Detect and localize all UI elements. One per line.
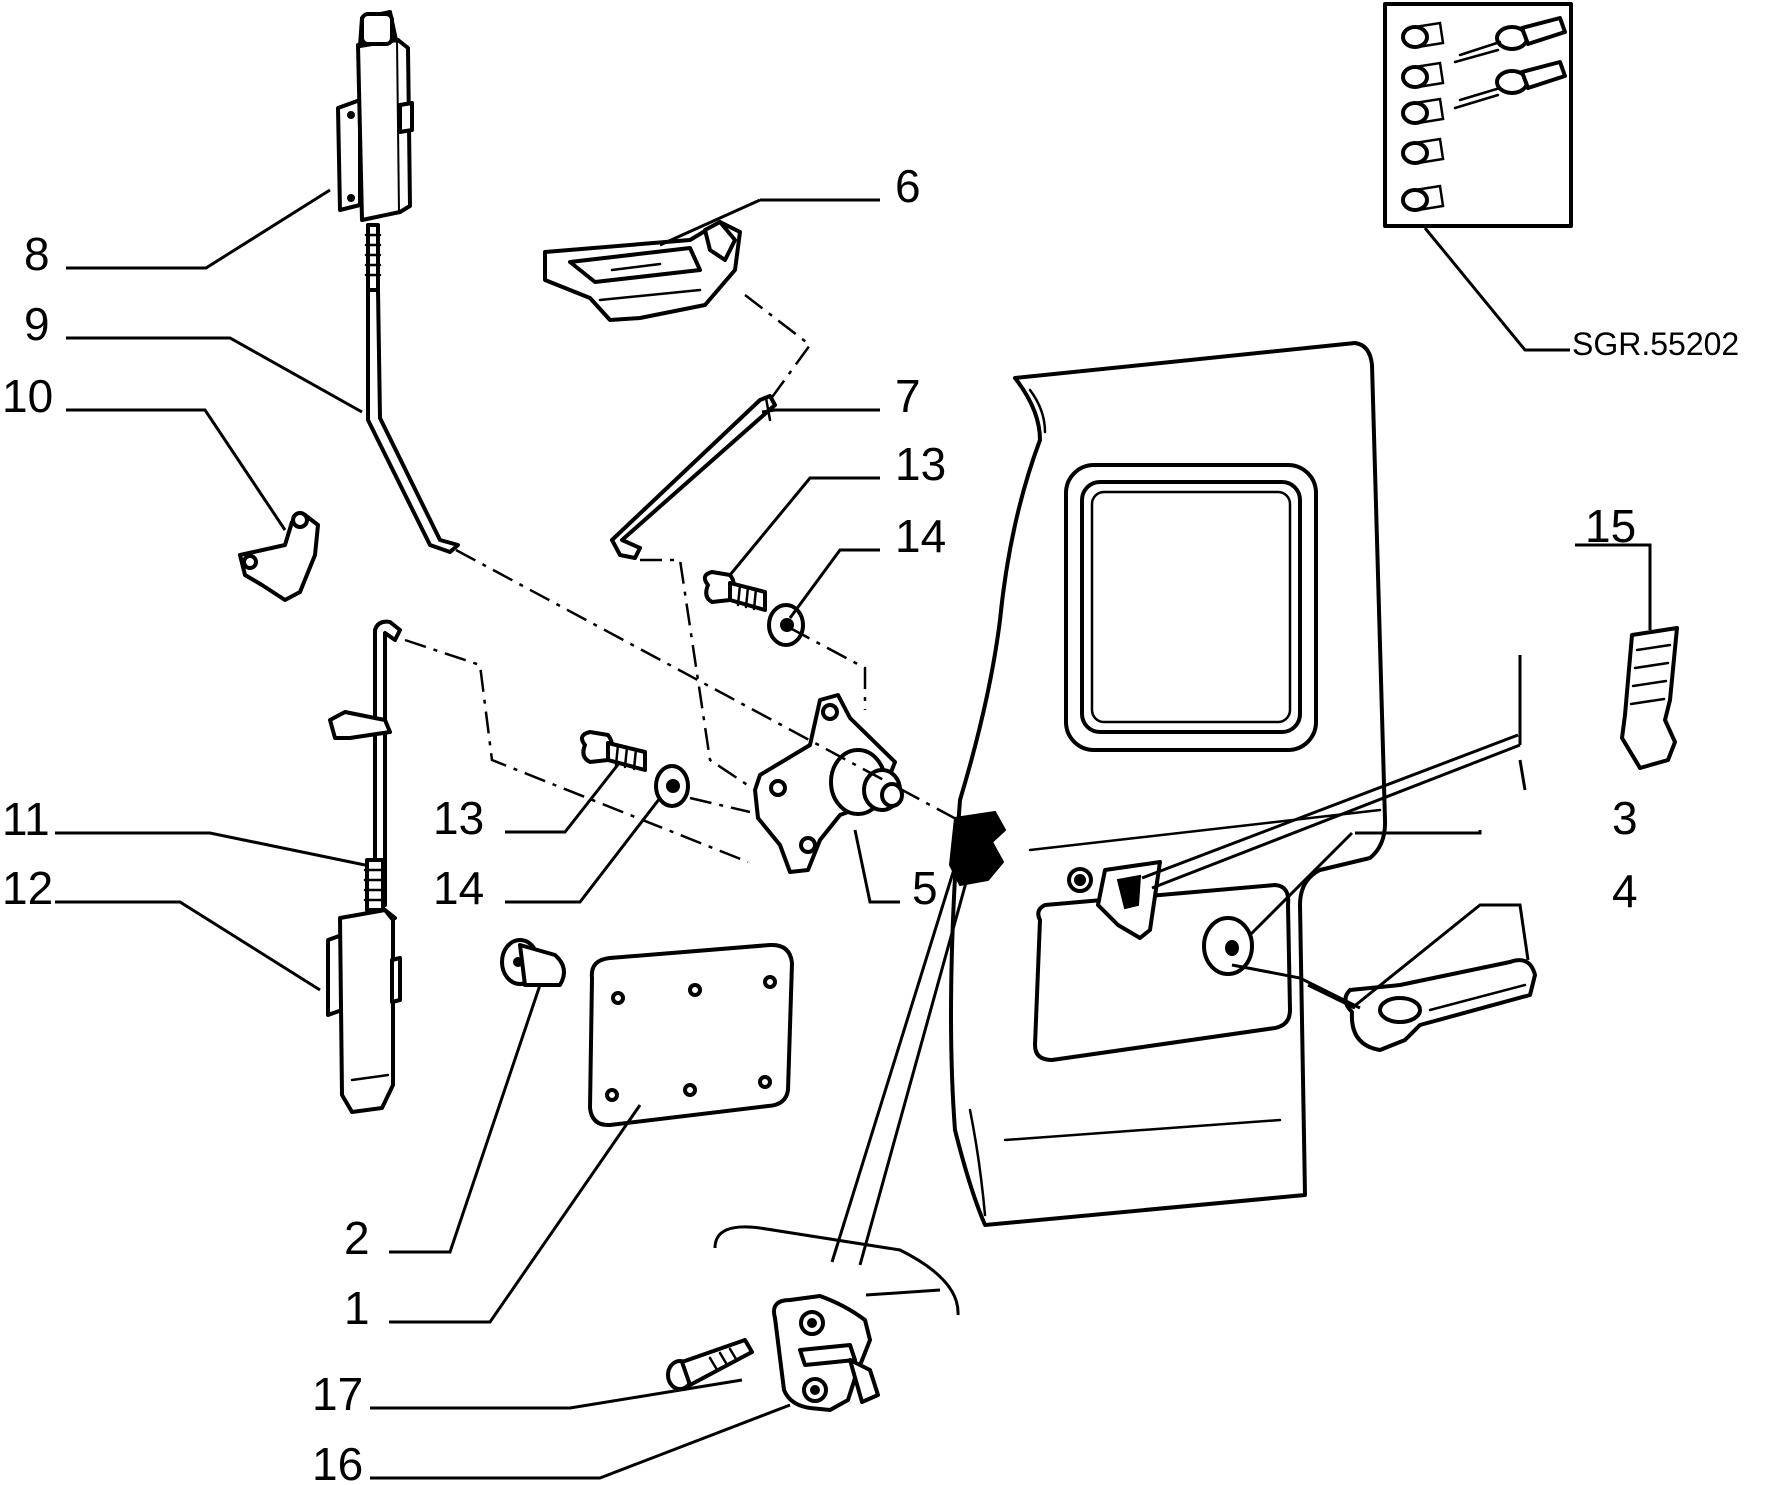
callout-7: 7: [895, 370, 921, 422]
callout-1: 1: [344, 1282, 370, 1334]
part-7-connecting-rod: [610, 394, 777, 560]
part-13-bolt-upper: [702, 570, 767, 612]
callout-5: 5: [912, 862, 938, 914]
callout-13-lower: 13: [433, 792, 484, 844]
part-2-plug: [500, 938, 566, 987]
lock-cylinders: [1401, 21, 1445, 212]
part-14-washer-lower: [654, 764, 690, 808]
callout-labels: 8 9 10 11 12 6 7 13 14 13 14 5 3 4 15 2 …: [2, 160, 1739, 1485]
callout-8: 8: [24, 228, 50, 280]
leader-lines: [55, 188, 1652, 1480]
callout-3: 3: [1612, 792, 1638, 844]
assembly-guide-lines: [404, 294, 959, 864]
callout-12: 12: [2, 862, 53, 914]
part-3-grommet: [1202, 916, 1254, 976]
part-13-bolt-lower: [579, 730, 647, 772]
callout-17: 17: [312, 1368, 363, 1420]
part-4-outer-handle: [1343, 958, 1537, 1052]
key-set-box: [1383, 2, 1573, 228]
part-6-inner-handle: [543, 220, 742, 322]
rear-door-panel: [949, 341, 1388, 1227]
callout-15: 15: [1585, 500, 1636, 552]
part-14-washer-upper: [767, 603, 805, 647]
callout-11: 11: [2, 793, 50, 845]
reference-code: SGR.55202: [1572, 326, 1739, 362]
part-15-wedge: [1620, 626, 1679, 770]
part-16-striker-plate: [772, 1294, 880, 1412]
callout-2: 2: [344, 1212, 370, 1264]
part-1-cover-plate: [588, 942, 794, 1128]
part-12-lower-lock-body: [326, 908, 402, 1114]
callout-14-upper: 14: [895, 510, 946, 562]
callout-9: 9: [24, 298, 50, 350]
part-5-lock-mechanism: [753, 693, 904, 874]
part-9-upper-rod: [364, 223, 460, 554]
callout-10: 10: [2, 370, 53, 422]
callout-13-upper: 13: [895, 438, 946, 490]
part-8-upper-lock-body: [336, 10, 414, 222]
keys: [1453, 16, 1567, 110]
part-11-lower-rod: [328, 619, 402, 912]
part-10-rod-clip: [238, 511, 320, 602]
part-17-screw: [666, 1338, 754, 1391]
callout-4: 4: [1612, 865, 1638, 917]
callout-14-lower: 14: [433, 862, 484, 914]
callout-6: 6: [895, 160, 921, 212]
callout-16: 16: [312, 1438, 363, 1485]
